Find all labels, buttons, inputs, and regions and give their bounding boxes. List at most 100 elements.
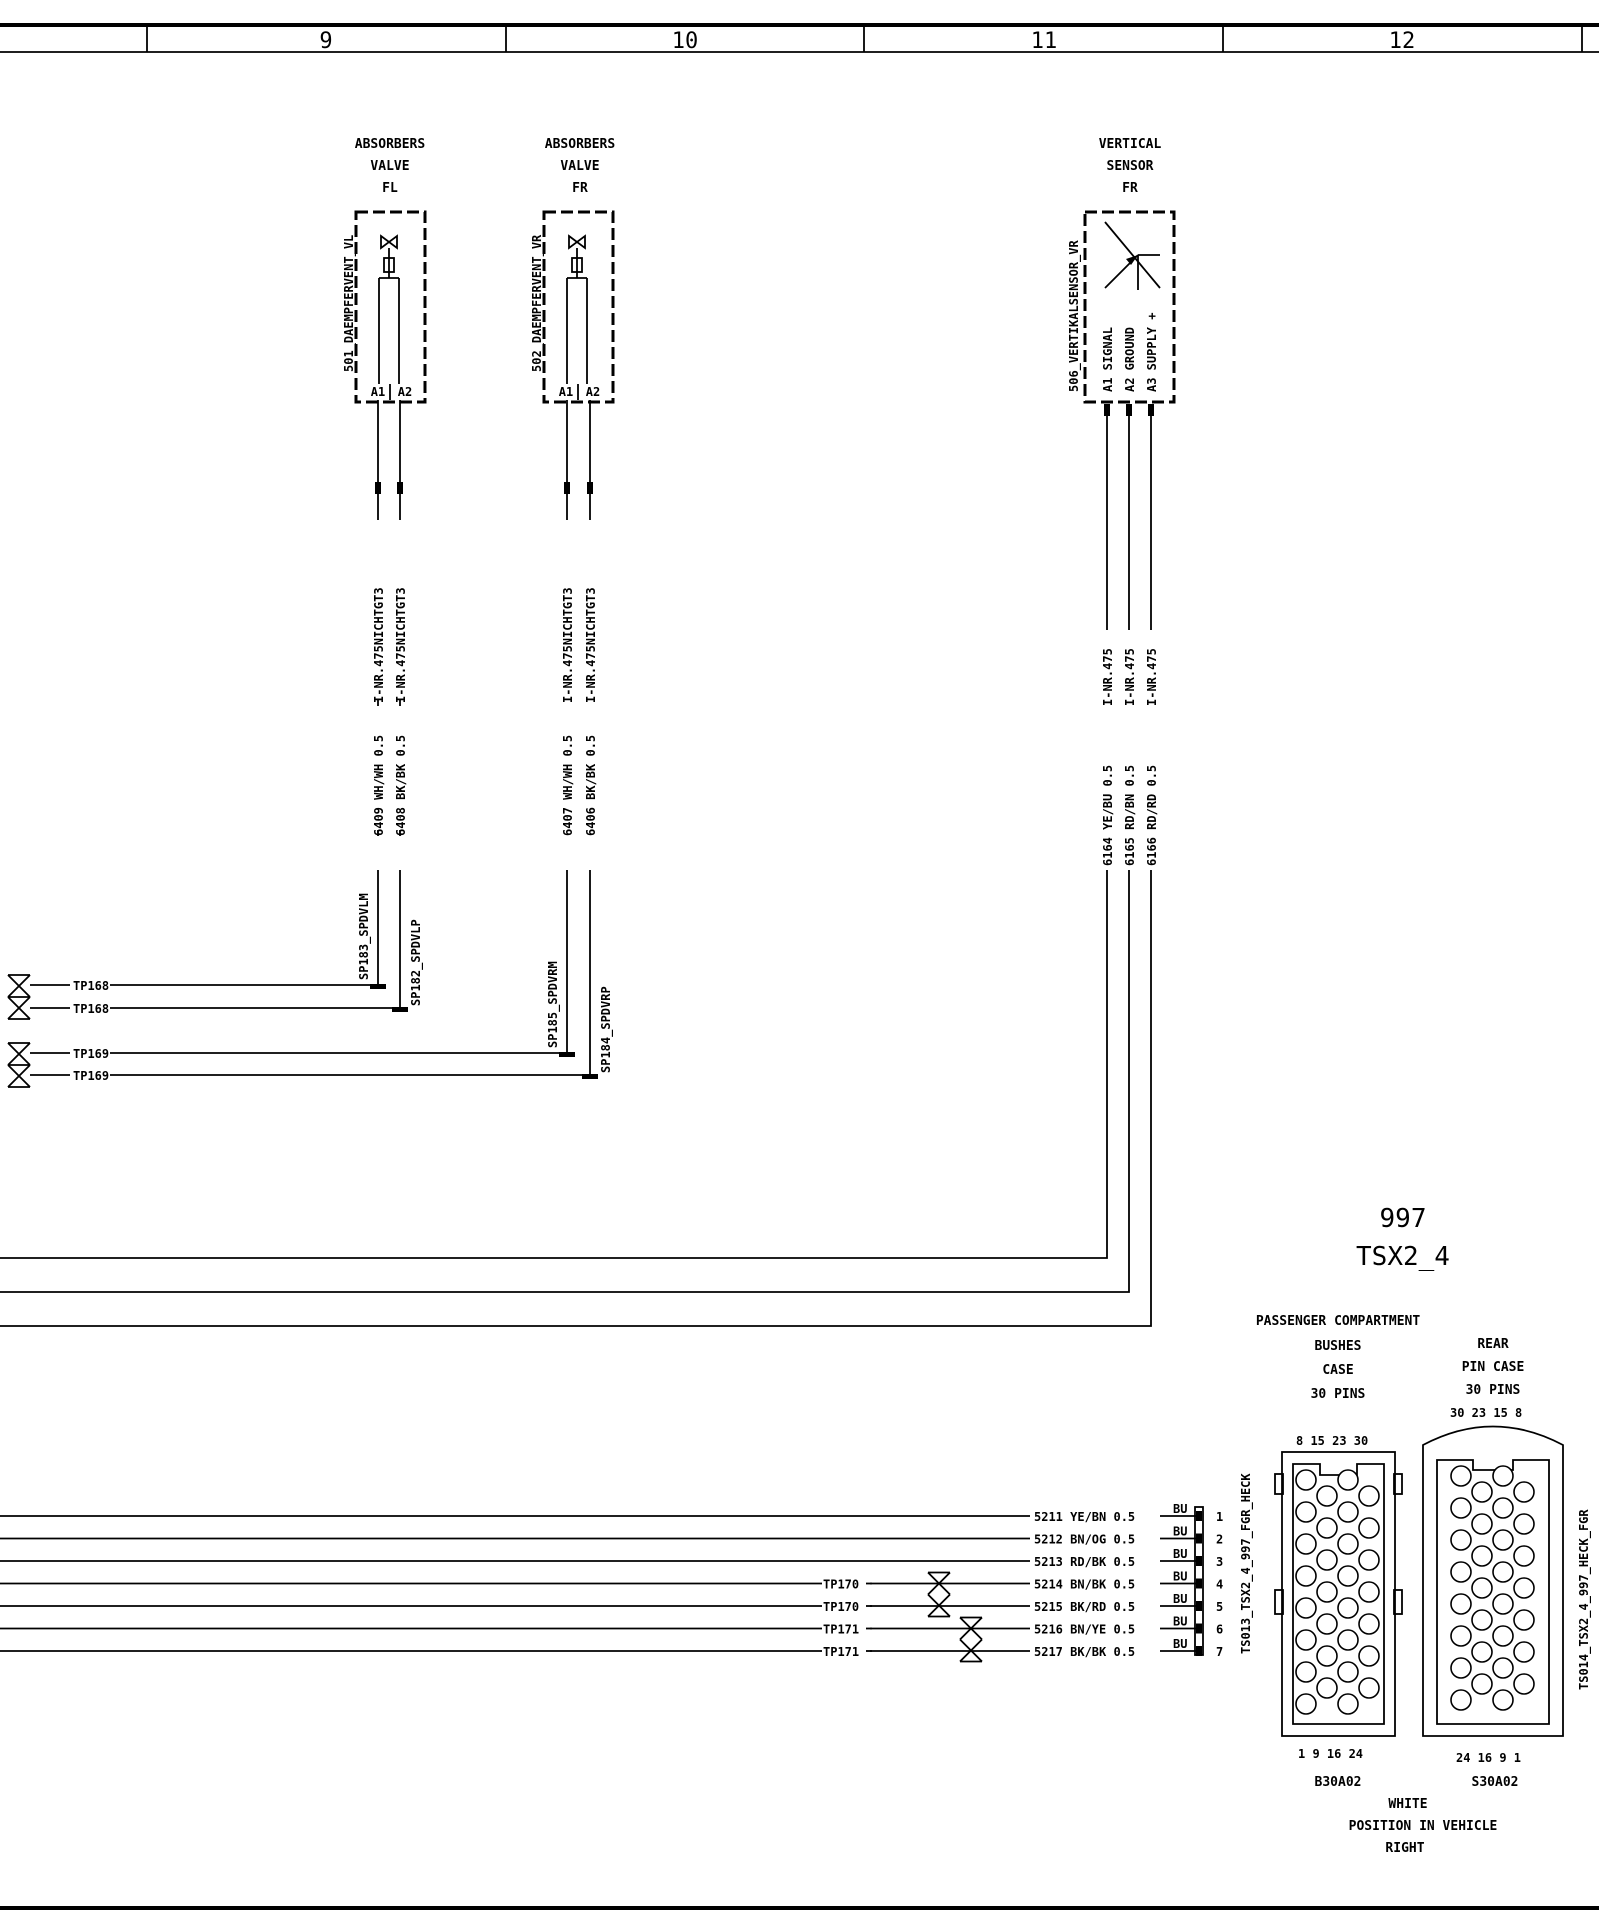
test-point-x-icon <box>927 1571 951 1596</box>
pin-hole <box>1358 1645 1380 1667</box>
absorber-valve-fl: ABSORBERS VALVE FL 501_DAEMPFERVENT_VL A… <box>342 137 427 404</box>
pin-hole <box>1450 1561 1472 1583</box>
pins-top-numbers: 30 23 15 8 <box>1450 1406 1522 1420</box>
splice-sp182-label: SP182_SPDVLP <box>409 919 424 1006</box>
valve-fr-title-2: VALVE <box>560 159 599 174</box>
pin-hole <box>1471 1641 1493 1663</box>
connector-side-label-left: TS013_TSX2_4_997_FGR_HECK <box>1239 1473 1254 1654</box>
sensor-id: 506_VERTIKALSENSOR_VR <box>1067 240 1082 392</box>
pin-hole <box>1450 1625 1472 1647</box>
test-point-x-icon <box>7 974 70 1088</box>
valve-fl-title-2: VALVE <box>370 159 409 174</box>
pin-tag: BU <box>1173 1570 1187 1584</box>
connector-wire-label: 5213 RD/BK 0.5 <box>1034 1555 1135 1569</box>
rear-title-3: 30 PINS <box>1466 1383 1521 1398</box>
wire-6164-code: I-NR.475 <box>1101 648 1115 706</box>
pin-terminal <box>1196 1646 1202 1656</box>
wire-6166-label: 6166 RD/RD 0.5 <box>1145 765 1159 866</box>
pin-hole <box>1471 1673 1493 1695</box>
valve-fr-title-3: FR <box>572 181 588 196</box>
pin-hole <box>1492 1465 1514 1487</box>
pin-hole <box>1316 1581 1338 1603</box>
connector-testpoint-label: TP171 <box>823 1623 859 1637</box>
test-point-x-icon <box>959 1616 983 1641</box>
pin-hole <box>1471 1577 1493 1599</box>
pin-hole <box>1337 1469 1359 1491</box>
pin-tag: BU <box>1173 1615 1187 1629</box>
connector-name: TSX2_4 <box>1356 1242 1450 1272</box>
sensor-pin-a2: A2 GROUND <box>1123 327 1137 392</box>
pin-hole <box>1295 1533 1317 1555</box>
pin-hole <box>1358 1613 1380 1635</box>
pin-hole <box>1316 1645 1338 1667</box>
splice-sp185-label: SP185_SPDVRM <box>546 961 561 1048</box>
passenger-title-1: PASSENGER COMPARTMENT <box>1256 1314 1421 1329</box>
pin-tag: BU <box>1173 1637 1187 1651</box>
pin-hole <box>1513 1577 1535 1599</box>
pin-number: 5 <box>1216 1600 1223 1614</box>
column-label-12: 12 <box>1389 29 1416 54</box>
pin-terminal <box>1196 1533 1202 1544</box>
pin-hole <box>1492 1689 1514 1711</box>
wire-6406-code: I-NR.475NICHTGT3 <box>584 587 598 703</box>
pin-hole <box>1492 1593 1514 1615</box>
connector-testpoint-label: TP170 <box>823 1578 859 1592</box>
valve-fr-title-1: ABSORBERS <box>545 137 616 152</box>
pin-hole <box>1358 1517 1380 1539</box>
pin-hole <box>1471 1545 1493 1567</box>
pin-hole <box>1450 1465 1472 1487</box>
sensor-title-1: VERTICAL <box>1099 137 1162 152</box>
column-label-10: 10 <box>672 29 699 54</box>
connector-model: 997 <box>1380 1204 1427 1234</box>
connector-side-label-right: TS014_TSX2_4_997_HECK_FGR <box>1577 1509 1592 1690</box>
pin-hole <box>1295 1501 1317 1523</box>
passenger-title-3: CASE <box>1322 1363 1353 1378</box>
pin-hole <box>1337 1629 1359 1651</box>
pin-hole <box>1513 1513 1535 1535</box>
sensor-title-3: FR <box>1122 181 1138 196</box>
pins-code: S30A02 <box>1472 1775 1519 1790</box>
pin-hole <box>1471 1481 1493 1503</box>
testpoints-top: TP168 TP168 TP169 TP169 <box>7 974 582 1088</box>
sensor-symbol-icon <box>1104 221 1161 290</box>
wire-6165-label: 6165 RD/BN 0.5 <box>1123 765 1137 866</box>
splice-sp184-label: SP184_SPDVRP <box>599 986 614 1073</box>
testpoint-tp168-a: TP168 <box>73 979 109 993</box>
bushes-pin-grid <box>1295 1469 1380 1715</box>
connector-wire-label: 5212 BN/OG 0.5 <box>1034 1533 1135 1547</box>
passenger-title-2: BUSHES <box>1315 1339 1362 1354</box>
connector-wire-label: 5215 BK/RD 0.5 <box>1034 1600 1135 1614</box>
splice-sp183-label: SP183_SPDVLM <box>357 893 372 980</box>
pin-hole <box>1513 1609 1535 1631</box>
pin-hole <box>1492 1529 1514 1551</box>
footer-line-3: RIGHT <box>1385 1841 1424 1856</box>
pin-number: 1 <box>1216 1510 1223 1524</box>
column-label-9: 9 <box>319 29 332 54</box>
wires-valve-fr: 6407 WH/WH 0.5 I-NR.475NICHTGT3 6406 BK/… <box>546 400 614 1079</box>
column-ruler: 9 10 11 12 <box>0 23 1599 54</box>
valve-fl-title-1: ABSORBERS <box>355 137 426 152</box>
valve-fl-title-3: FL <box>382 181 398 196</box>
connector-wire-label: 5217 BK/BK 0.5 <box>1034 1645 1135 1659</box>
pin-hole <box>1295 1693 1317 1715</box>
connector-wires: 5211 YE/BN 0.5 5212 BN/OG 0.5 5213 RD/BK 0… <box>0 1508 1196 1663</box>
wire-6406-label: 6406 BK/BK 0.5 <box>584 735 598 836</box>
connector-wire-label: 5211 YE/BN 0.5 <box>1034 1510 1135 1524</box>
pin-hole <box>1358 1485 1380 1507</box>
vertical-sensor-fr: VERTICAL SENSOR FR 506_VERTIKALSENSOR_VR… <box>1067 137 1176 404</box>
pin-hole <box>1316 1517 1338 1539</box>
pin-hole <box>1450 1497 1472 1519</box>
pin-number: 7 <box>1216 1645 1223 1659</box>
pin-hole <box>1471 1609 1493 1631</box>
pin-hole <box>1337 1565 1359 1587</box>
column-label-11: 11 <box>1031 29 1058 54</box>
pin-hole <box>1358 1549 1380 1571</box>
pin-hole <box>1513 1673 1535 1695</box>
pin-hole <box>1450 1593 1472 1615</box>
pin-terminal <box>1196 1511 1202 1521</box>
pin-hole <box>1513 1641 1535 1663</box>
wire-6407-code: I-NR.475NICHTGT3 <box>561 587 575 703</box>
wire-6408-code: I-NR.475NICHTGT3 <box>394 587 408 703</box>
